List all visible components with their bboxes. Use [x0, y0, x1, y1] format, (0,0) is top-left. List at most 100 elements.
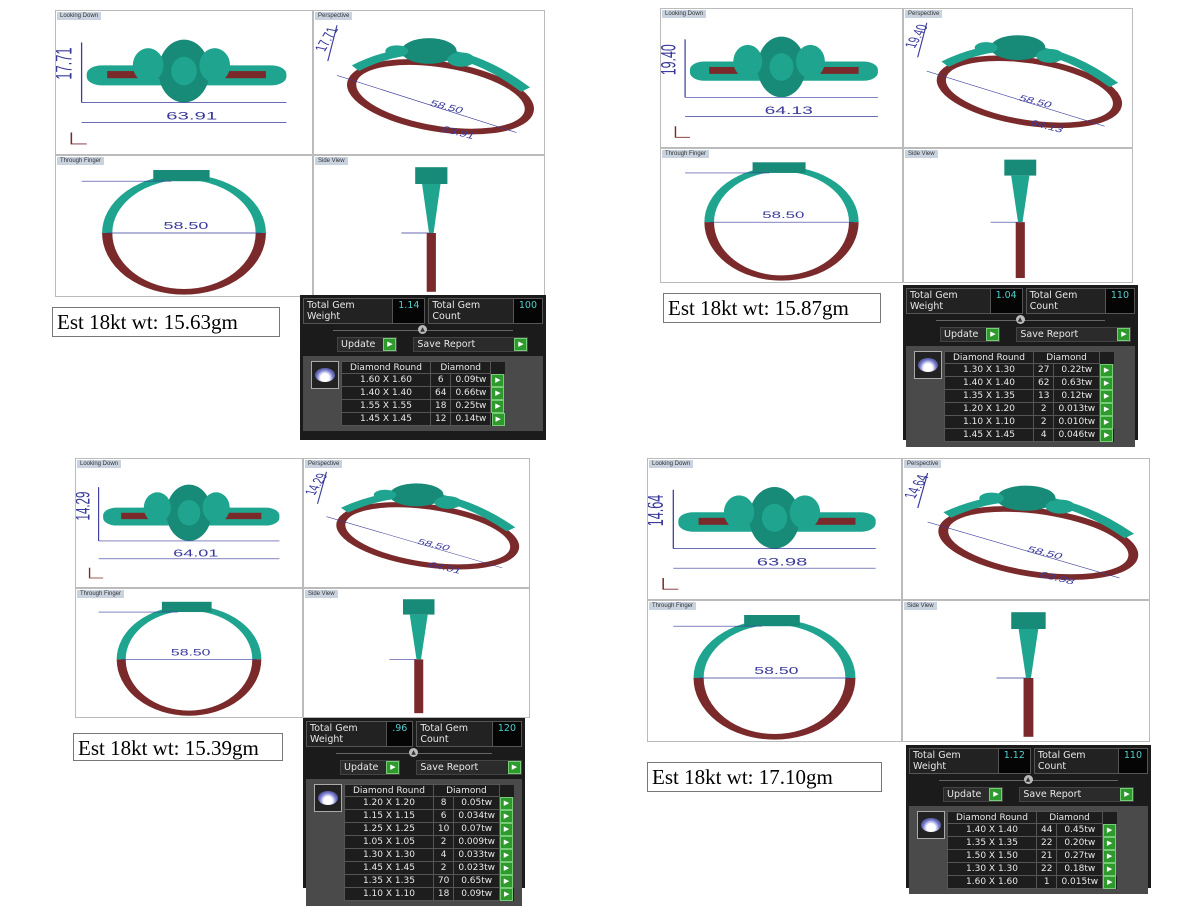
gem-size: 1.10 X 1.10	[944, 415, 1034, 429]
gem-count: 4	[432, 848, 455, 862]
row-select-button[interactable]: ▶	[491, 373, 505, 387]
diamond-gem-icon	[314, 784, 342, 812]
row-select-button[interactable]: ▶	[500, 861, 513, 875]
gem-count: 18	[429, 399, 452, 413]
viewport-label: Side View	[315, 157, 348, 165]
gem-weight: 0.046tw	[1053, 428, 1101, 442]
collapse-toggle-icon[interactable]: ▲	[409, 748, 418, 757]
row-select-button[interactable]: ▶	[491, 386, 505, 400]
gem-size: 1.20 X 1.20	[944, 402, 1034, 416]
row-select-button[interactable]: ▶	[1103, 875, 1117, 889]
row-select-button[interactable]: ▶	[1100, 402, 1114, 416]
estimated-weight: Est 18kt wt: 15.63gm	[52, 307, 280, 337]
gem-count: 13	[1032, 389, 1055, 403]
gem-size: 1.35 X 1.35	[343, 874, 434, 888]
gem-size: 1.45 X 1.45	[343, 861, 434, 875]
gem-weight: 0.034tw	[453, 809, 500, 823]
gem-count: 2	[1032, 415, 1055, 429]
update-button[interactable]: Update▶	[337, 337, 398, 352]
row-select-button[interactable]: ▶	[500, 796, 513, 810]
row-select-button[interactable]: ▶	[491, 412, 505, 426]
viewport-top[interactable]: 14.64 63.98 Looking Down	[647, 458, 902, 600]
bangle-finger-render: 58.50	[673, 615, 856, 740]
perspective-width-dimension: 63.98	[1037, 569, 1078, 586]
save-report-button[interactable]: Save Report▶	[413, 337, 529, 352]
value: 100	[512, 299, 542, 323]
column-header: Diamond Round	[341, 361, 431, 374]
viewport-top[interactable]: 17.71 63.91 Looking Down	[55, 10, 313, 155]
row-select-button[interactable]: ▶	[500, 822, 513, 836]
label: Total Gem Weight	[310, 723, 358, 745]
collapse-toggle-icon[interactable]: ▲	[1023, 775, 1033, 784]
viewport-side[interactable]: Side View	[902, 600, 1150, 742]
inner-diameter-dimension: 58.50	[171, 647, 211, 657]
gem-count: 2	[1032, 402, 1055, 416]
viewport-label: Looking Down	[57, 12, 102, 20]
update-button[interactable]: Update▶	[340, 760, 401, 775]
collapse-toggle-icon[interactable]: ▲	[1015, 315, 1025, 324]
total-gem-weight-field: Total Gem Weight.96	[306, 721, 414, 747]
update-button[interactable]: Update▶	[943, 787, 1004, 802]
width-dimension: 63.91	[166, 109, 217, 122]
gem-count: 22	[1035, 836, 1058, 850]
gem-count: 64	[429, 386, 452, 400]
row-select-button[interactable]: ▶	[500, 809, 513, 823]
viewport-side[interactable]: Side View	[303, 588, 530, 718]
gem-count: 27	[1032, 363, 1055, 377]
row-select-button[interactable]: ▶	[1103, 836, 1117, 850]
viewport-top[interactable]: 19.40 64.13 Looking Down	[660, 8, 903, 148]
save-report-button[interactable]: Save Report▶	[1016, 327, 1132, 342]
viewport-side[interactable]: Side View	[903, 148, 1133, 283]
gem-size: 1.40 X 1.40	[944, 376, 1034, 390]
save-report-button[interactable]: Save Report▶	[416, 760, 522, 775]
width-dimension: 64.01	[173, 548, 218, 559]
viewport-side[interactable]: Side View	[313, 155, 545, 297]
viewport-label: Perspective	[905, 10, 943, 18]
column-header: Diamond	[432, 784, 501, 797]
row-select-button[interactable]: ▶	[1103, 849, 1117, 863]
row-select-button[interactable]: ▶	[1100, 415, 1114, 429]
gem-count: 22	[1035, 862, 1058, 876]
row-select-button[interactable]: ▶	[1100, 389, 1114, 403]
row-select-button[interactable]: ▶	[1100, 363, 1114, 377]
column-header: Diamond	[1035, 811, 1104, 824]
gem-weight: 0.25tw	[450, 399, 492, 413]
perspective-height-dimension: 19.40	[904, 23, 932, 49]
save-report-button[interactable]: Save Report▶	[1019, 787, 1135, 802]
gem-size: 1.50 X 1.50	[947, 849, 1037, 863]
row-select-button[interactable]: ▶	[1100, 428, 1114, 442]
update-button[interactable]: Update▶	[940, 327, 1001, 342]
row-select-button[interactable]: ▶	[500, 848, 513, 862]
row-select-button[interactable]: ▶	[1103, 823, 1117, 837]
collapse-toggle-icon[interactable]: ▲	[418, 325, 427, 334]
row-select-button[interactable]: ▶	[500, 887, 514, 901]
row-select-button[interactable]: ▶	[500, 874, 513, 888]
row-select-button[interactable]: ▶	[1100, 376, 1114, 390]
viewport-top[interactable]: 14.29 64.01 Looking Down	[75, 458, 303, 588]
inner-diameter-dimension: 58.50	[762, 210, 805, 220]
row-select-button[interactable]: ▶	[1103, 862, 1117, 876]
play-arrow-icon: ▶	[986, 328, 1000, 341]
play-arrow-icon: ▶	[383, 338, 397, 351]
inner-diameter-dimension: 58.50	[754, 666, 798, 677]
save-report-label: Save Report	[1020, 329, 1079, 340]
row-select-button[interactable]: ▶	[500, 835, 513, 849]
gem-size: 1.30 X 1.30	[944, 363, 1034, 377]
row-select-button[interactable]: ▶	[491, 399, 505, 413]
